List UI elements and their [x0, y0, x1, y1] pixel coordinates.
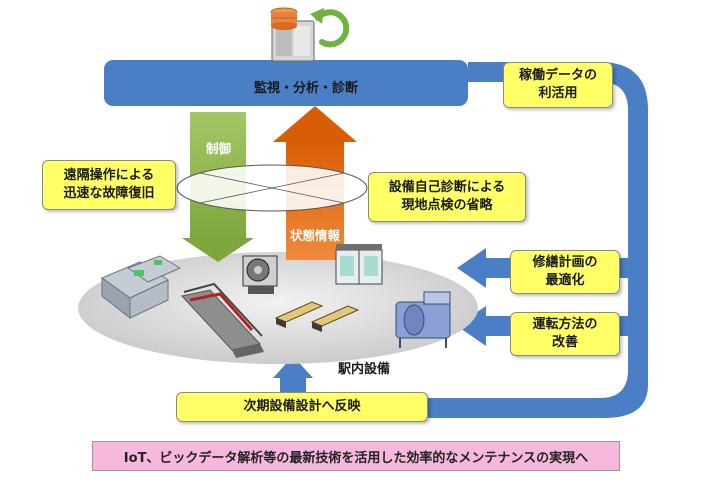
- refresh-icon: [310, 8, 350, 48]
- arrow-repair-head: [457, 248, 486, 288]
- platform-door-icon: [335, 244, 383, 285]
- note-next-design: 次期設備設計へ反映: [176, 392, 428, 422]
- control-label: 制御: [206, 141, 232, 156]
- escalator-icon: [181, 282, 264, 358]
- status-label: 状態情報: [290, 228, 341, 243]
- note-repair-plan: 修繕計画の 最適化: [510, 250, 620, 294]
- arrow-operation-head: [457, 306, 486, 346]
- traction-machine-icon: [242, 255, 278, 294]
- arrow-operation-data: [487, 65, 503, 81]
- chiller-icon: [395, 291, 451, 348]
- ticket-gate-icon: [100, 255, 182, 320]
- server-icon: [270, 7, 315, 62]
- station-label: 駅内設備: [337, 362, 390, 377]
- arrow-design-head: [273, 356, 313, 378]
- note-operation-data: 稼働データの 利活用: [503, 62, 613, 108]
- monitor-bar: [104, 60, 468, 106]
- note-remote-recovery: 遠隔操作による 迅速な故障復旧: [42, 160, 176, 210]
- note-self-diagnosis: 設備自己診断による 現地点検の省略: [368, 172, 526, 222]
- summary-banner: IoT、ビックデータ解析等の最新技術を活用した効率的なメンテナンスの実現へ: [92, 441, 620, 471]
- rail-equipment-icon: [274, 301, 360, 332]
- note-operation-method: 運転方法の 改善: [510, 312, 620, 356]
- loop-pipe: [428, 62, 648, 418]
- monitor-label: 監視・分析・診断: [253, 81, 358, 96]
- analysis-ellipse: [176, 164, 368, 212]
